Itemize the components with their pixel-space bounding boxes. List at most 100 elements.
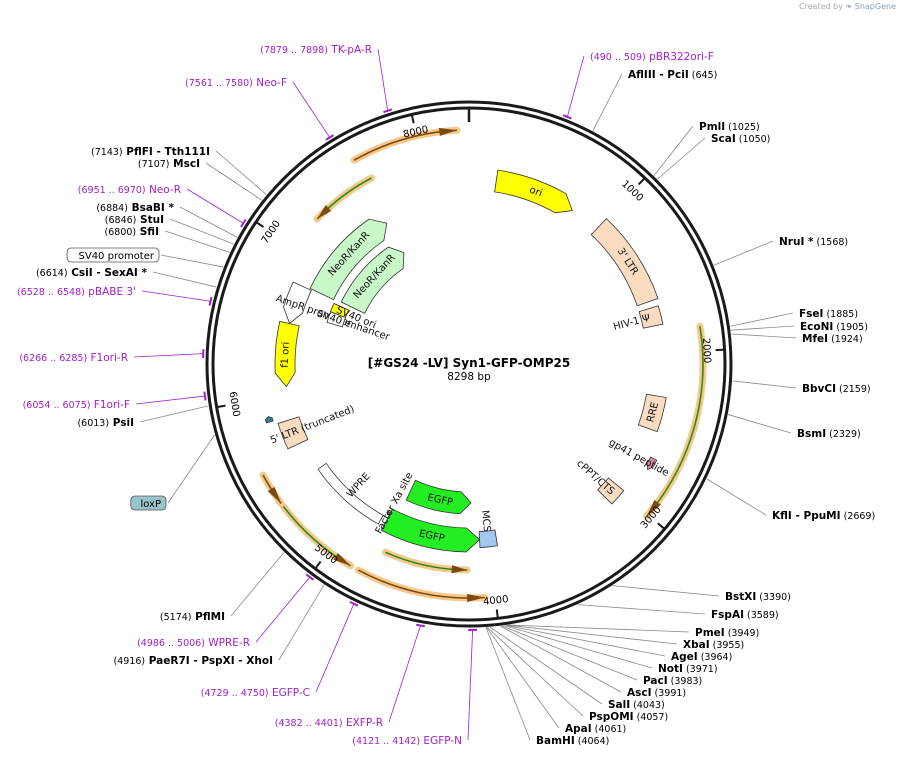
label-text-scai: ScaI (1050) <box>711 133 770 145</box>
feature-ampr-shape[interactable] <box>283 281 312 325</box>
plasmid-name: [#GS24 -LV] Syn1-GFP-OMP25 <box>368 356 570 370</box>
site-xbai[interactable]: XbaI (3955) <box>507 624 745 651</box>
site-pspomi[interactable]: PspOMI (4057) <box>487 627 668 723</box>
label-layer[interactable]: (7879 .. 7898) TK-pA-R(7561 .. 7580) Neo… <box>17 44 875 747</box>
feature-gp41-shape[interactable] <box>646 456 658 471</box>
feature-ltr3[interactable]: 3' LTR <box>590 218 659 307</box>
primer-neor[interactable]: (6951 .. 6970) Neo-R <box>78 184 247 228</box>
site-pflmi[interactable]: (5174) PflMI <box>160 552 285 623</box>
feature-loxpfeat[interactable] <box>265 416 274 424</box>
site-bstxi[interactable]: BstXI (3390) <box>612 585 791 603</box>
feature-hiv1[interactable]: HIV-1 Ψ <box>612 305 664 333</box>
feature-gp41-label: gp41 peptide <box>607 437 671 479</box>
primer-f1r[interactable]: (6266 .. 6285) F1ori-R <box>19 349 205 364</box>
site-econi[interactable]: EcoNI (1905) <box>730 321 868 333</box>
feature-gp41[interactable]: gp41 peptide <box>607 437 671 479</box>
label-name: MscI <box>170 158 201 170</box>
feature-cppt[interactable]: cPPT/CTS <box>574 458 625 505</box>
label-name: BsmI <box>797 428 826 440</box>
feature-callout-sv40p[interactable]: SV40 promoter <box>66 247 224 268</box>
feature-ori-shape[interactable] <box>494 169 573 214</box>
primer-egfpc[interactable]: (4729 .. 4750) EGFP-C <box>201 600 359 699</box>
feature-egfp1[interactable]: EGFP <box>380 508 481 553</box>
tick-label-6000: 6000 <box>226 391 241 418</box>
site-apai[interactable]: ApaI (4061) <box>486 627 627 735</box>
primer-tkpa[interactable]: (7879 .. 7898) TK-pA-R <box>260 44 393 114</box>
feature-neo1-shape[interactable] <box>309 218 388 301</box>
feature-egfp2[interactable]: EGFP <box>405 479 472 515</box>
site-bbvci[interactable]: BbvCI (2159) <box>732 380 871 395</box>
site-scai[interactable]: ScaI (1050) <box>657 133 770 180</box>
site-bsabi[interactable]: (6884) BsaBI * <box>96 202 238 238</box>
site-pmli[interactable]: PmlI (1025) <box>653 121 760 176</box>
feature-mcs-shape[interactable] <box>478 529 498 549</box>
label-name: pBABE 3' <box>85 286 136 298</box>
site-pmei[interactable]: PmeI (3949) <box>508 624 759 639</box>
site-pflfi[interactable]: (7143) PflFI - Tth111I <box>91 146 267 195</box>
feature-hiv1-shape[interactable] <box>638 305 664 329</box>
feature-ltr5-shape[interactable] <box>277 416 309 450</box>
feature-rre[interactable]: RRE <box>637 393 667 433</box>
label-name: F1ori-F <box>90 399 130 411</box>
primer-pbabe[interactable]: (6528 .. 6548) pBABE 3' <box>17 286 213 306</box>
site-bsmi[interactable]: BsmI (2329) <box>728 414 861 440</box>
label-name2: - SexAI <box>93 267 138 279</box>
primer-exfpr[interactable]: (4382 .. 4401) EXFP-R <box>275 623 426 729</box>
plasmid-center-title: [#GS24 -LV] Syn1-GFP-OMP25 8298 bp <box>368 356 570 383</box>
primer-pbr[interactable]: (490 .. 509) pBR322ori-F <box>562 51 714 120</box>
feature-mcs[interactable]: MCS <box>478 510 498 549</box>
feature-callout-loxp[interactable]: loxP <box>130 434 215 511</box>
site-psii[interactable]: (6013) PsiI <box>77 405 209 429</box>
label-name: BbvCI <box>802 383 836 395</box>
label-pos: (3589) <box>744 610 779 621</box>
feature-rre-shape[interactable] <box>637 393 667 433</box>
label-text-bsabi: (6884) BsaBI * <box>96 202 174 214</box>
site-paci[interactable]: PacI (3983) <box>501 625 703 687</box>
primer-mark <box>325 134 335 141</box>
feature-loxpfeat-shape[interactable] <box>265 416 274 424</box>
feature-neo2-shape[interactable] <box>340 246 405 314</box>
feature-ori[interactable]: ori <box>494 169 573 214</box>
primer-egfpn[interactable]: (4121 .. 4142) EGFP-N <box>352 628 478 747</box>
label-text-pbr: (490 .. 509) pBR322ori-F <box>590 51 714 63</box>
site-nrui[interactable]: NruI * (1568) <box>713 236 848 266</box>
feature-ltr5[interactable]: 5' LTR (truncated) <box>269 404 356 450</box>
site-afliii[interactable]: AflIII - PciI (645) <box>592 69 717 132</box>
leader-line <box>215 150 267 195</box>
feature-wpre-shape[interactable] <box>317 462 384 525</box>
feature-f1ori[interactable]: f1 ori <box>274 320 300 388</box>
label-pos: (3983) <box>668 676 703 687</box>
site-csii[interactable]: (6614) CsiI - SexAI * <box>36 267 217 288</box>
primer-neof[interactable]: (7561 .. 7580) Neo-F <box>185 77 335 141</box>
label-text-exfpr: (4382 .. 4401) EXFP-R <box>275 717 383 729</box>
primer-wprer[interactable]: (4986 .. 5006) WPRE-R <box>137 573 315 649</box>
site-sfii[interactable]: (6800) SfiI <box>104 226 230 253</box>
site-fspai[interactable]: FspAI (3589) <box>577 604 779 621</box>
site-asci[interactable]: AscI (3991) <box>500 625 687 699</box>
site-paer7i[interactable]: (4916) PaeR7I - PspXI - XhoI <box>114 584 325 667</box>
primer-f1f[interactable]: (6054 .. 6075) F1ori-F <box>23 391 207 411</box>
site-stui[interactable]: (6846) StuI <box>105 214 234 245</box>
feature-factorxa-shape[interactable] <box>386 510 392 516</box>
site-mfei[interactable]: MfeI (1924) <box>731 333 863 345</box>
site-bamhi[interactable]: BamHI (4064) <box>485 627 609 747</box>
primer-mark <box>383 108 393 114</box>
feature-rre-label: RRE <box>645 401 661 423</box>
site-kfli[interactable]: KflI - PpuMI (2669) <box>706 478 875 522</box>
feature-egfp2-shape[interactable] <box>405 479 472 515</box>
feature-wpre[interactable]: WPRE <box>317 462 384 525</box>
site-sali[interactable]: SalI (4043) <box>489 626 665 711</box>
site-msci[interactable]: (7107) MscI <box>138 158 263 201</box>
feature-sv40ori-shape[interactable] <box>330 302 350 318</box>
site-fsei[interactable]: FseI (1885) <box>730 308 858 327</box>
feature-egfp1-shape[interactable] <box>380 508 481 553</box>
label-name: StuI <box>136 214 164 226</box>
site-agei[interactable]: AgeI (3964) <box>505 625 732 663</box>
feature-ltr3-shape[interactable] <box>590 218 659 307</box>
tick-3000 <box>657 522 666 530</box>
leader-line <box>164 230 230 253</box>
feature-cppt-shape[interactable] <box>597 477 625 505</box>
label-name: PflFI <box>123 146 153 158</box>
site-noti[interactable]: NotI (3971) <box>504 625 718 675</box>
